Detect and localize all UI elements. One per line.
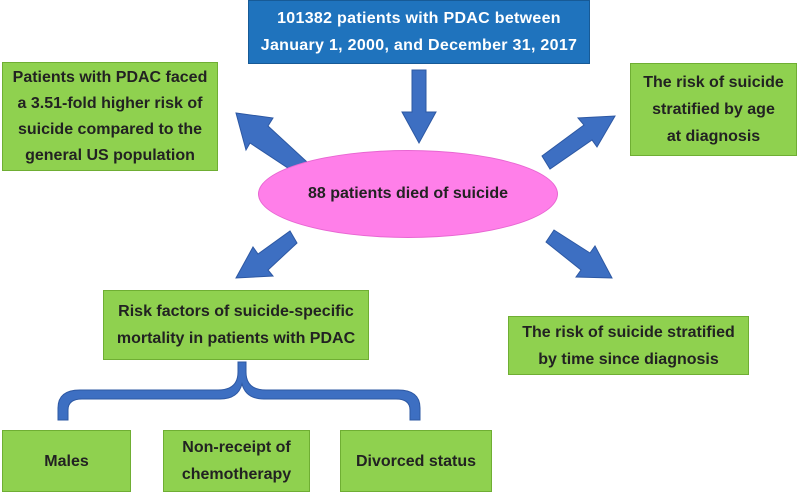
factor-chemotherapy-box: Non-receipt of chemotherapy (163, 430, 310, 492)
age-stratified-box: The risk of suicide stratified by age at… (630, 63, 797, 156)
risk-factors-box: Risk factors of suicide-specific mortali… (103, 290, 369, 360)
arrow-down-right-icon (545, 229, 613, 279)
time-stratified-box: The risk of suicide stratified by time s… (508, 316, 749, 375)
higher-risk-box: Patients with PDAC faced a 3.51-fold hig… (2, 62, 218, 171)
suicide-deaths-label: 88 patients died of suicide (307, 185, 509, 202)
factor-divorced-box: Divorced status (340, 430, 492, 492)
factor-males-box: Males (2, 430, 131, 492)
arrow-down-icon (401, 69, 437, 145)
arrow-down-left-icon (235, 230, 298, 279)
suicide-deaths-ellipse: 88 patients died of suicide (258, 150, 558, 238)
cohort-box: 101382 patients with PDAC between Januar… (248, 0, 590, 64)
arrow-up-right-icon (541, 115, 616, 170)
curly-brace-icon (57, 361, 421, 421)
